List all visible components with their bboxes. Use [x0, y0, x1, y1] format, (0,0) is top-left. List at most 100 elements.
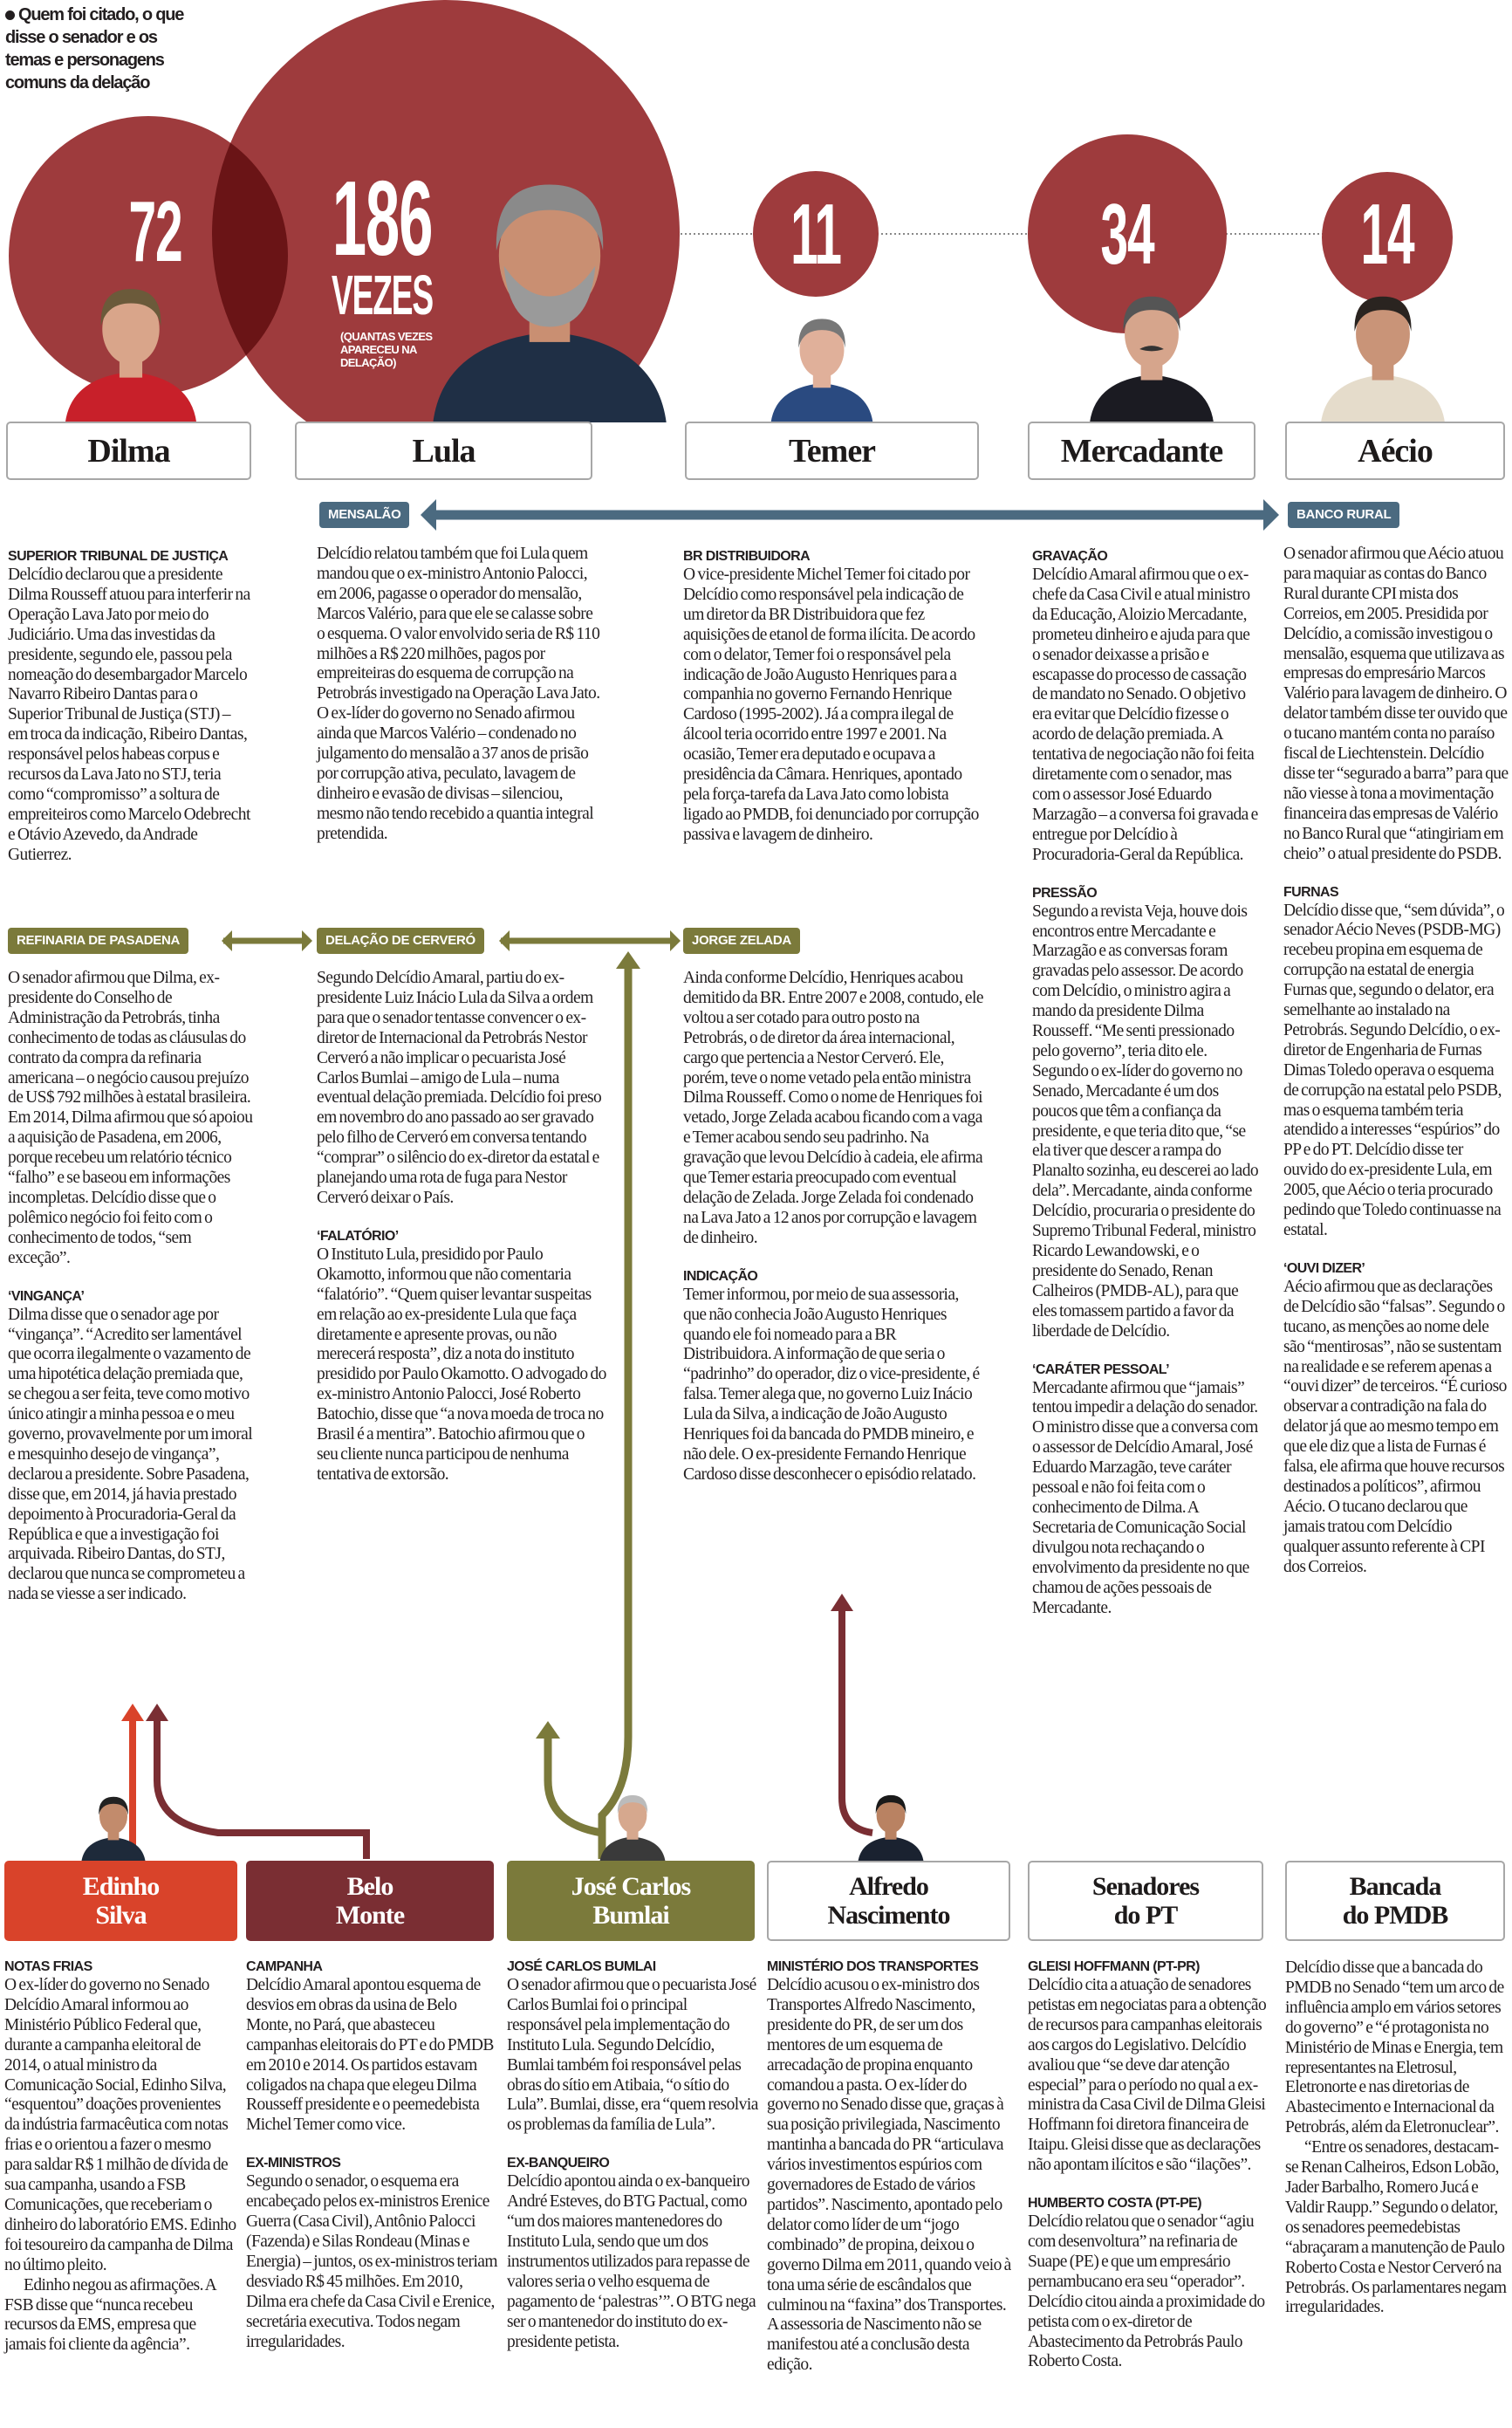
temer-photo — [752, 301, 892, 422]
name-box-edinho: Edinho Silva — [4, 1861, 237, 1941]
topic-tag-pasadena: REFINARIA DE PASADENA — [8, 928, 189, 954]
topic-tag-banco-rural: BANCO RURAL — [1288, 502, 1400, 528]
bumlai-photo — [597, 1780, 668, 1862]
topic-tag-cervero: DELAÇÃO DE CERVERÓ — [317, 928, 484, 954]
section-text: O vice-presidente Michel Temer foi citad… — [683, 566, 979, 844]
section-heading: MINISTÉRIO DOS TRANSPORTES — [767, 1959, 979, 1974]
arrow-left-icon — [222, 930, 232, 951]
section-heading: INDICAÇÃO — [683, 1268, 758, 1284]
name-box-senadores-pt: Senadores do PT — [1028, 1861, 1263, 1941]
mercadante-bubble — [1028, 134, 1227, 333]
section-text: Delcídio Amaral afirmou que o ex-chefe d… — [1032, 566, 1258, 864]
section-text: Aécio afirmou que as declarações de Delc… — [1283, 1277, 1507, 1576]
aecio-count: 14 — [1360, 186, 1415, 282]
dilma-count: 72 — [128, 183, 183, 279]
dilma-photo — [44, 266, 218, 422]
section-text: Delcídio relatou também que foi Lula que… — [317, 545, 600, 843]
section-text: Delcídio disse que, “sem dúvida”, o sena… — [1283, 901, 1505, 1240]
section-text: Temer informou, por meio de sua assessor… — [683, 1285, 980, 1484]
section-text: O senador afirmou que o pecuarista José … — [507, 1976, 758, 2135]
temer-count: 11 — [790, 186, 842, 282]
name-box-alfredo: Alfredo Nascimento — [767, 1861, 1010, 1941]
arrow-right-icon — [670, 930, 681, 951]
section-text: Delcídio apontou ainda o ex-banqueiro An… — [507, 2172, 756, 2351]
section-heading: EX-MINISTROS — [246, 2156, 341, 2171]
arrow-up-icon — [616, 951, 640, 969]
section-text: “Entre os senadores, destacam-se Renan C… — [1285, 2138, 1507, 2317]
bullet-icon — [5, 10, 15, 20]
section-text: Delcídio declarou que a presidente Dilma… — [8, 566, 250, 864]
section-text: Delcídio relatou que o senador “agiu com… — [1028, 2212, 1265, 2371]
lula-count-note: (QUANTAS VEZES APARECEU NA DELAÇÃO) — [340, 330, 433, 369]
senadores-pt-column: GLEISI HOFFMANN (PT-PR) Delcídio cita a … — [1028, 1958, 1270, 2372]
temer-bubble — [753, 171, 879, 297]
name-box-mercadante: Mercadante — [1028, 422, 1255, 480]
section-text: Segundo Delcídio Amaral, partiu do ex-pr… — [317, 969, 602, 1207]
aecio-column: O senador afirmou que Aécio atuou para m… — [1283, 545, 1509, 1578]
arrow-up-icon — [146, 1704, 168, 1721]
mercadante-photo — [1064, 275, 1239, 422]
section-text: O senador afirmou que Dilma, ex-presiden… — [8, 969, 253, 1267]
name-box-temer: Temer — [685, 422, 979, 480]
arrow-up-icon — [536, 1721, 560, 1739]
edinho-photo — [79, 1782, 148, 1862]
arrow-right-icon — [1263, 499, 1279, 531]
section-text: Ainda conforme Delcídio, Henriques acabo… — [683, 969, 984, 1247]
section-heading: ‘FALATÓRIO’ — [317, 1228, 399, 1244]
section-heading: ‘VINGANÇA’ — [8, 1288, 85, 1304]
section-text: Segundo a revista Veja, houve dois encon… — [1032, 902, 1259, 1341]
bumlai-column: JOSÉ CARLOS BUMLAI O senador afirmou que… — [507, 1958, 760, 2352]
topic-tag-zelada: JORGE ZELADA — [683, 928, 800, 954]
section-heading: BR DISTRIBUIDORA — [683, 549, 811, 564]
mercadante-column: GRAVAÇÃO Delcídio Amaral afirmou que o e… — [1032, 548, 1259, 1618]
temer-middle-column: Ainda conforme Delcídio, Henriques acabo… — [683, 969, 984, 1485]
name-box-lula: Lula — [295, 422, 592, 480]
section-heading: GLEISI HOFFMANN (PT-PR) — [1028, 1959, 1200, 1974]
section-heading: HUMBERTO COSTA (PT-PE) — [1028, 2196, 1202, 2212]
section-heading: FURNAS — [1283, 884, 1339, 900]
dilma-top-column: SUPERIOR TRIBUNAL DE JUSTIÇA Delcídio de… — [8, 548, 252, 866]
bancada-pmdb-column: Delcídio disse que a bancada do PMDB no … — [1285, 1958, 1510, 2318]
bubble-graphic — [9, 0, 1453, 422]
lula-count-unit: VEZES — [332, 264, 434, 326]
section-heading: ‘CARÁTER PESSOAL’ — [1032, 1361, 1170, 1377]
section-heading: NOTAS FRIAS — [4, 1959, 92, 1974]
intro-caption: Quem foi citado, o que disse o senador e… — [5, 3, 184, 94]
mercadante-count: 34 — [1100, 186, 1155, 282]
arrow-left-icon — [421, 499, 436, 531]
section-heading: CAMPANHA — [246, 1959, 323, 1974]
lula-middle-column: Segundo Delcídio Amaral, partiu do ex-pr… — [317, 969, 606, 1485]
section-heading: SUPERIOR TRIBUNAL DE JUSTIÇA — [8, 549, 229, 564]
arrow-up-icon — [831, 1594, 853, 1611]
section-text: Edinho negou as afirmações. A FSB disse … — [4, 2275, 216, 2355]
belo-monte-link-line — [154, 1715, 370, 1859]
arrow-up-icon — [121, 1704, 144, 1721]
section-text: Segundo o senador, o esquema era encabeç… — [246, 2172, 498, 2351]
section-heading: ‘OUVI DIZER’ — [1283, 1260, 1365, 1276]
name-box-belo-monte: Belo Monte — [246, 1861, 494, 1941]
section-text: Delcídio cita a atuação de senadores pet… — [1028, 1976, 1267, 2175]
citation-bubbles: 72 186 VEZES (QUANTAS VEZES APARECEU NA … — [0, 0, 1512, 422]
section-text: Delcídio acusou o ex-ministro dos Transp… — [767, 1976, 1011, 2375]
section-text: O senador afirmou que Aécio atuou para m… — [1283, 545, 1509, 863]
section-heading: JOSÉ CARLOS BUMLAI — [507, 1959, 656, 1974]
section-heading: PRESSÃO — [1032, 885, 1098, 901]
lula-top-column: Delcídio relatou também que foi Lula que… — [317, 545, 603, 845]
arrow-left-icon — [499, 930, 510, 951]
intro-text: Quem foi citado, o que disse o senador e… — [5, 5, 184, 93]
arrow-right-icon — [302, 930, 312, 951]
section-text: O Instituto Lula, presidido por Paulo Ok… — [317, 1245, 606, 1484]
temer-top-column: BR DISTRIBUIDORA O vice-presidente Miche… — [683, 548, 980, 846]
aecio-bubble — [1322, 172, 1453, 303]
alfredo-column: MINISTÉRIO DOS TRANSPORTES Delcídio acus… — [767, 1958, 1016, 2376]
section-text: Dilma disse que o senador age por “vinga… — [8, 1305, 253, 1604]
aecio-photo — [1304, 275, 1461, 422]
belo-monte-column: CAMPANHA Delcídio Amaral apontou esquema… — [246, 1958, 499, 2352]
edinho-column: NOTAS FRIAS O ex-líder do governo no Sen… — [4, 1958, 238, 2356]
name-box-bumlai: José Carlos Bumlai — [507, 1861, 755, 1941]
dilma-middle-column: O senador afirmou que Dilma, ex-presiden… — [8, 969, 254, 1605]
lula-photo — [410, 144, 689, 422]
section-text: Delcídio disse que a bancada do PMDB no … — [1285, 1958, 1504, 2137]
name-box-aecio: Aécio — [1285, 422, 1505, 480]
section-text: Delcídio Amaral apontou esquema de desvi… — [246, 1976, 494, 2135]
